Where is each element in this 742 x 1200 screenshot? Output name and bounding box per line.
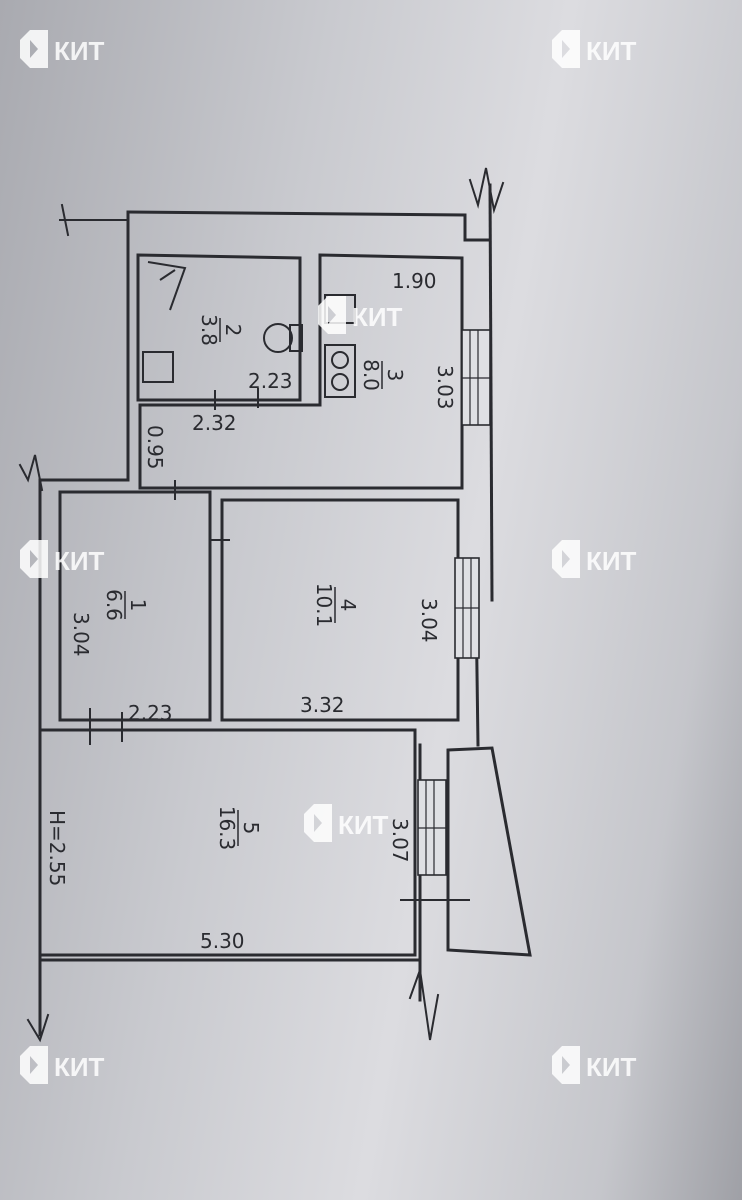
- room-2-number: 2: [221, 324, 245, 337]
- toilet-tank-icon: [289, 324, 303, 352]
- break-line-left: [18, 454, 44, 492]
- room5-wall: [38, 728, 417, 957]
- break-line-bottom: [408, 969, 440, 1041]
- balcony-outline: [446, 746, 532, 957]
- dimension-2-32: 2.32: [192, 411, 237, 435]
- watermark-logo-icon: [20, 540, 48, 578]
- room-3-area: 8.0: [359, 359, 383, 391]
- room-4-number: 4: [336, 599, 360, 612]
- room-5-area: 16.3: [215, 806, 239, 851]
- room-4-area: 10.1: [312, 583, 336, 628]
- break-line-top: [468, 167, 505, 214]
- burner-2-icon: [331, 373, 349, 391]
- dimension-1-90: 1.90: [392, 269, 437, 293]
- stove-icon: [324, 344, 356, 398]
- break-line-left-bottom: [26, 1013, 50, 1043]
- watermark-text: КИТ: [54, 546, 105, 576]
- outer-wall-top: [126, 210, 492, 242]
- watermark-logo-icon: [552, 1046, 580, 1084]
- corridor-wall: [58, 490, 212, 722]
- room4-wall: [220, 498, 460, 722]
- sink-icon: [142, 351, 174, 383]
- break-line-left-top: [59, 203, 129, 237]
- outer-wall-left-upper: [38, 210, 130, 542]
- dimension-2-23-bath: 2.23: [248, 369, 293, 393]
- dimension-3-32: 3.32: [300, 693, 345, 717]
- watermark-text: КИТ: [338, 810, 389, 840]
- watermark-logo-icon: [20, 1046, 48, 1084]
- toilet-icon: [263, 323, 293, 353]
- room-3-number: 3: [383, 369, 407, 382]
- bathroom-wall: [136, 253, 302, 402]
- watermark-text: КИТ: [586, 1052, 637, 1082]
- dimension-2-23-room1: 2.23: [128, 701, 173, 725]
- watermark-text: КИТ: [54, 1052, 105, 1082]
- dimension-3-04-right: 3.04: [417, 598, 441, 643]
- watermark-text: КИТ: [586, 546, 637, 576]
- room-2-area: 3.8: [197, 314, 221, 346]
- shower-icon: [147, 261, 187, 311]
- dimension-3-03: 3.03: [433, 365, 457, 410]
- kitchen-wall: [138, 253, 464, 490]
- burner-1-icon: [331, 351, 349, 369]
- dimension-5-30: 5.30: [200, 929, 245, 953]
- room-1-number: 1: [126, 599, 150, 612]
- room-5-number: 5: [239, 822, 263, 835]
- dimension-3-04-left: 3.04: [69, 612, 93, 657]
- watermark-logo-icon: [20, 30, 48, 68]
- watermark-text: КИТ: [54, 36, 105, 66]
- watermark-logo-icon: [552, 30, 580, 68]
- watermark-logo-icon: [304, 804, 332, 842]
- room-1-area: 6.6: [102, 589, 126, 621]
- dimension-3-07: 3.07: [388, 818, 412, 863]
- dimension-0-95: 0.95: [143, 425, 167, 470]
- watermark-text: КИТ: [586, 36, 637, 66]
- ceiling-height: H=2.55: [45, 810, 69, 886]
- watermark-logo-icon: [552, 540, 580, 578]
- watermark-text: КИТ: [352, 302, 403, 332]
- watermark-logo-icon: [318, 296, 346, 334]
- outer-wall-right-upper: [488, 183, 494, 602]
